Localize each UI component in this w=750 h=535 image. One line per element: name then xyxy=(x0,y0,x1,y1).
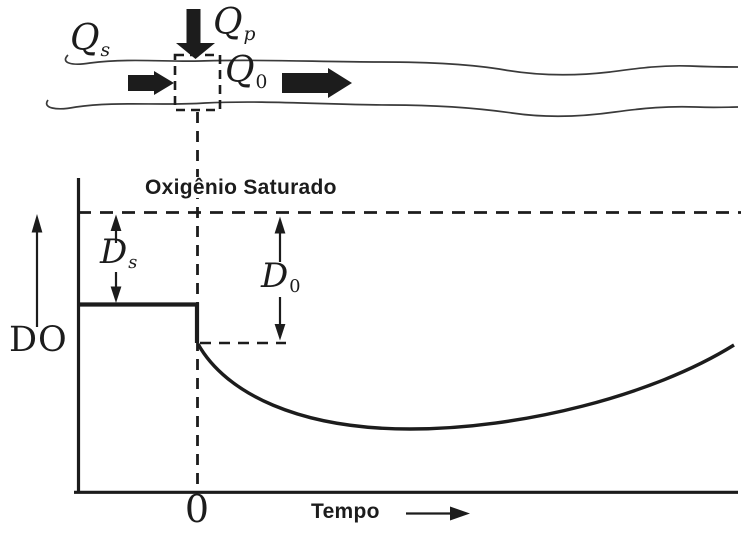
discharge-flow-label: Qp xyxy=(213,5,256,44)
upstream-do-level-line xyxy=(78,302,200,343)
mixed-flow-label-sub: 0 xyxy=(255,71,268,93)
river-bottom-bank-line xyxy=(45,99,739,118)
mixing-zone-box xyxy=(173,53,222,112)
discharge-flow-label-sub: p xyxy=(243,23,256,45)
saturation-line-label: Oxigênio Saturado xyxy=(140,177,342,198)
initial-deficit-label: D0 xyxy=(261,259,301,297)
d0-dimension-arrow xyxy=(274,216,286,341)
tempo-axis-direction-arrow xyxy=(406,506,470,521)
upstream-deficit-label-sub: s xyxy=(128,253,138,274)
origin-tick-label: 0 xyxy=(184,487,210,531)
upstream-flow-arrow-icon xyxy=(128,71,174,95)
y-axis-label: DO xyxy=(9,320,68,360)
upstream-flow-label: Qs xyxy=(70,21,110,60)
upstream-flow-label-sub: s xyxy=(100,39,111,61)
discharge-arrow-icon xyxy=(176,9,215,59)
initial-deficit-label-base: D xyxy=(261,256,289,296)
discharge-flow-label-base: Q xyxy=(213,2,243,43)
ds-dimension-arrow xyxy=(110,214,122,303)
upstream-deficit-label: Ds xyxy=(100,235,137,273)
initial-deficit-label-sub: 0 xyxy=(289,277,301,298)
do-axis-direction-arrow xyxy=(31,214,43,327)
upstream-deficit-label-base: D xyxy=(100,232,128,272)
x-axis-label: Tempo xyxy=(311,500,380,523)
mixed-flow-label: Q0 xyxy=(225,53,267,92)
upstream-flow-label-base: Q xyxy=(70,18,100,59)
mixed-flow-label-base: Q xyxy=(225,50,255,91)
river-top-bank-line xyxy=(64,54,739,76)
do-sag-curve xyxy=(196,343,735,431)
downstream-flow-arrow-icon xyxy=(282,68,352,98)
